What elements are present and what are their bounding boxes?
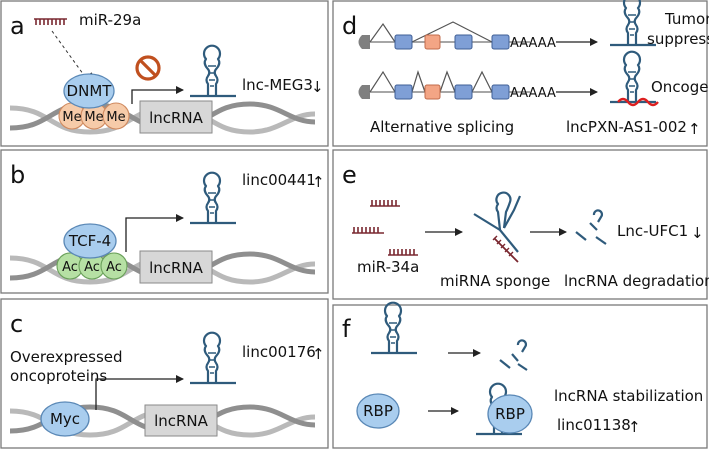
- panel-e-result: lncRNA degradation: [564, 272, 709, 290]
- up-arrow-icon: ↑: [688, 120, 701, 138]
- down-arrow-icon: ↓: [691, 224, 704, 242]
- rbp-bound-protein: [487, 394, 533, 434]
- panel-b-target: linc00441: [242, 171, 316, 189]
- panel-f-result: lncRNA stabilization: [554, 387, 703, 405]
- panel-f-letter: f: [342, 315, 351, 343]
- transcription-arrow: [131, 86, 184, 104]
- panel-e-frame: [332, 149, 708, 300]
- panel-e: e miR-34a Lnc-UFC1 ↓ miRNA sponge l: [332, 149, 709, 300]
- panel-d-process: Alternative splicing: [370, 118, 514, 136]
- panel-d-letter: d: [342, 12, 357, 40]
- gene-label: lncRNA: [149, 109, 204, 127]
- dnmt-label: DNMT: [67, 82, 113, 100]
- tcf4-label: TCF-4: [68, 232, 111, 250]
- down-arrow-icon: ↓: [311, 78, 324, 96]
- rbp-bound-label: RBP: [495, 405, 525, 423]
- panel-a: a miR-29a lncRNA Me Me Me DNMT lnc-MEG3 …: [0, 0, 329, 147]
- panel-b: b lncRNA Ac Ac Ac TCF-4 linc00441 ↑: [0, 149, 329, 294]
- panel-f-frame: [332, 304, 708, 449]
- up-arrow-icon: ↑: [628, 418, 641, 436]
- gene-block: [139, 100, 213, 134]
- lncrna-hairpin-icon: [188, 331, 238, 385]
- panel-f: f RBP RBP lncRNA stabilization linc01138…: [332, 301, 708, 449]
- acetyl-mark: Ac: [62, 260, 78, 275]
- panel-d-frame: [332, 0, 708, 147]
- degraded-rna-icon: [575, 209, 607, 245]
- polya-tail: AAAAA: [510, 36, 556, 51]
- panel-d-target: lncPXN-AS1-002: [566, 118, 687, 136]
- gene-block: [139, 250, 213, 284]
- outcome-top-line1: Tumor: [664, 10, 709, 28]
- mirna-icon: [34, 18, 67, 25]
- lncrna-hairpin-icon: [188, 171, 238, 225]
- lncrna-hairpin-icon: [188, 44, 238, 98]
- panel-e-mechanism: miRNA sponge: [440, 272, 550, 290]
- inhibition-line: [51, 30, 87, 79]
- gene-label: lncRNA: [149, 259, 204, 277]
- rbp-protein: [356, 393, 400, 429]
- gene-label: lncRNA: [154, 412, 209, 430]
- transcription-arrow: [95, 375, 184, 410]
- panel-c-target: linc00176: [242, 343, 316, 361]
- panel-e-mirna-label: miR-34a: [357, 258, 419, 276]
- transcript-isoform-1: AAAAA: [358, 21, 556, 51]
- panel-e-target: Lnc-UFC1: [617, 222, 688, 240]
- gene-block: [144, 404, 218, 437]
- panel-c-note-line1: Overexpressed: [10, 348, 123, 366]
- transcription-arrow: [125, 214, 184, 252]
- lncrna-hairpin-icon: [369, 301, 419, 355]
- up-arrow-icon: ↑: [312, 345, 325, 363]
- panel-c: c Overexpressed oncoproteins lncRNA Myc …: [0, 298, 329, 449]
- lncrna-hairpin-icon: [608, 50, 658, 104]
- methyl-mark: Me: [106, 110, 125, 125]
- panel-e-letter: e: [342, 161, 357, 189]
- panel-a-letter: a: [10, 12, 25, 40]
- dnmt-enzyme: [63, 73, 115, 109]
- up-arrow-icon: ↑: [312, 173, 325, 191]
- transcript-isoform-2: AAAAA: [358, 70, 556, 101]
- acetyl-mark: Ac: [84, 260, 100, 275]
- panel-f-target: linc01138: [557, 416, 631, 434]
- polya-tail: AAAAA: [510, 86, 556, 101]
- degraded-rna-icon: [499, 339, 528, 371]
- methyl-mark: Me: [62, 110, 81, 125]
- panel-a-target: lnc-MEG3: [242, 76, 313, 94]
- mirna-icon: [352, 200, 418, 256]
- panel-c-frame: [0, 298, 329, 449]
- panel-a-frame: [0, 0, 329, 147]
- acetyl-mark: Ac: [106, 260, 122, 275]
- panel-c-letter: c: [10, 310, 23, 338]
- panel-c-note-line2: oncoproteins: [10, 367, 107, 385]
- myc-protein: [40, 401, 90, 437]
- mirna-sponge-icon: [473, 191, 522, 263]
- panel-d: d AAAAA Tumor suppressive: [332, 0, 709, 147]
- tcf4-factor: [63, 223, 117, 259]
- oncogenic-squiggle: [617, 97, 659, 107]
- rbp-label: RBP: [363, 402, 393, 420]
- blocked-icon: [135, 55, 161, 81]
- methyl-mark: Me: [84, 110, 103, 125]
- panel-a-mirna-label: miR-29a: [79, 11, 141, 29]
- outcome-top-line2: suppressive: [647, 30, 709, 48]
- myc-label: Myc: [50, 410, 80, 428]
- methyl-group: Me Me Me: [58, 102, 130, 130]
- panel-b-letter: b: [10, 161, 25, 189]
- panel-b-frame: [0, 149, 329, 294]
- outcome-bottom: Oncogenic: [651, 78, 709, 96]
